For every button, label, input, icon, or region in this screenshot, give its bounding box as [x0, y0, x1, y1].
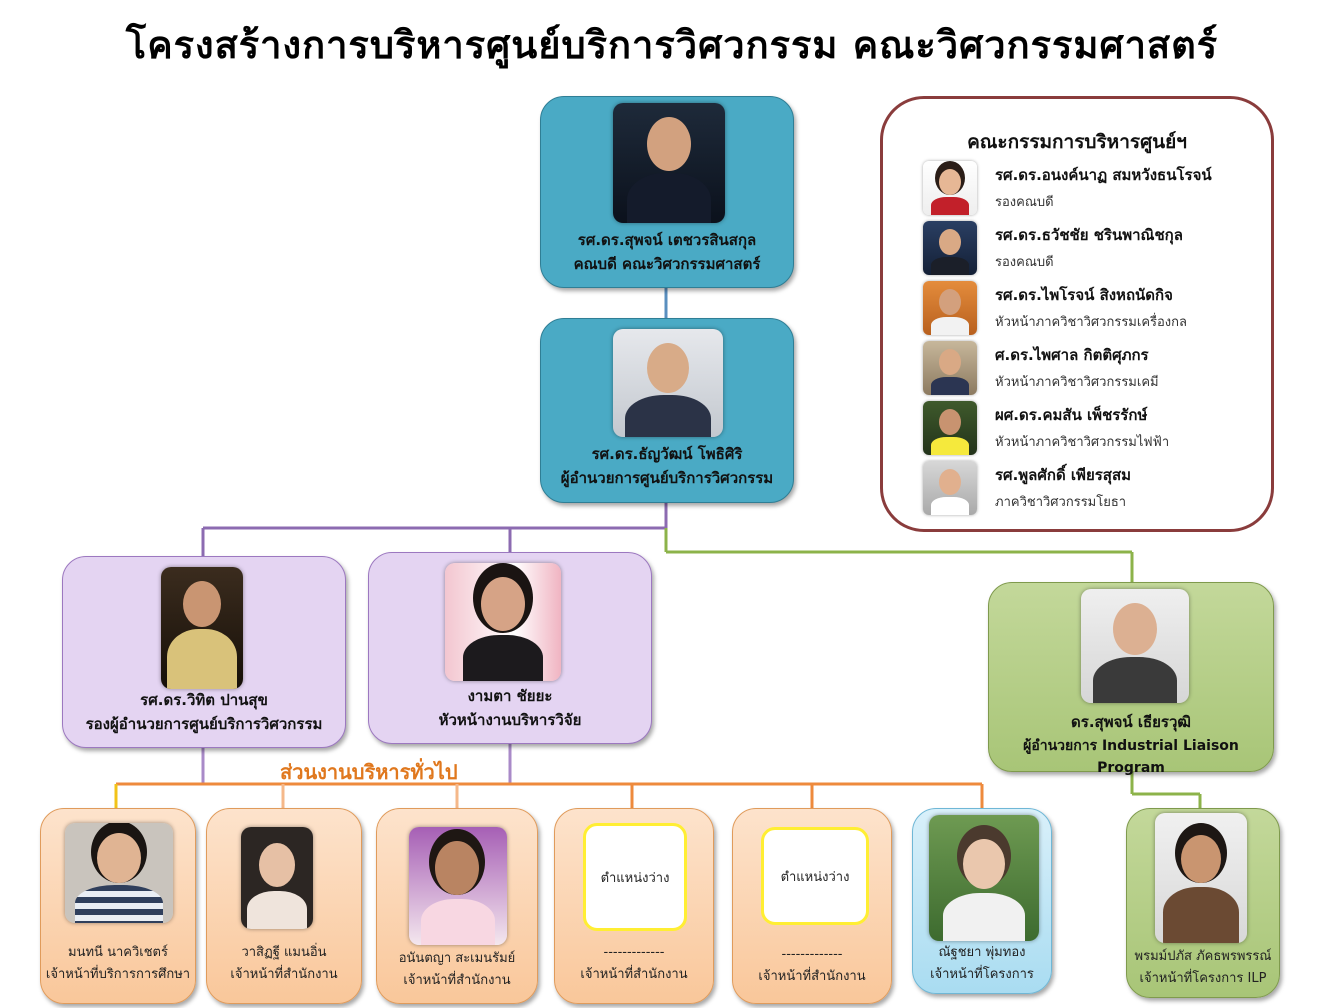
director-name: รศ.ดร.ธัญวัฒน์ โพธิศิริ: [591, 445, 743, 463]
vacant-position-1: ตำแหน่งว่าง: [583, 823, 687, 931]
ilp-director-photo: [1081, 589, 1189, 703]
deputy-role: รองผู้อำนวยการศูนย์บริการวิศวกรรม: [85, 715, 323, 733]
staff-box-7: พรมม์ปภัส ภัคธพรพรรณ์ เจ้าหน้าที่โครงการ…: [1126, 808, 1280, 998]
staff-role-6: เจ้าหน้าที่โครงการ: [930, 967, 1034, 982]
member-photo-2: [923, 221, 977, 275]
member-photo-3: [923, 281, 977, 335]
member-photo-1: [923, 161, 977, 215]
member-name-3: รศ.ดร.ไพโรจน์ สิงหถนัดกิจ: [995, 286, 1173, 304]
staff-role-1: เจ้าหน้าที่บริการการศึกษา: [45, 967, 191, 982]
staff-photo-6: [929, 815, 1039, 941]
committee-member-3: รศ.ดร.ไพโรจน์ สิงหถนัดกิจ หัวหน้าภาควิชา…: [923, 281, 1263, 337]
staff-role-5: เจ้าหน้าที่สำนักงาน: [758, 969, 866, 984]
deputy-name: รศ.ดร.วิทิต ปานสุข: [140, 691, 268, 709]
staff-box-3: อนันตญา สะเมนรัมย์ เจ้าหน้าที่สำนักงาน: [376, 808, 538, 1004]
member-name-6: รศ.พูลศักดิ์ เพียรสุสม: [995, 466, 1131, 484]
deputy-photo: [161, 567, 243, 689]
staff-name-6: ณัฐชยา พุ่มทอง: [938, 945, 1026, 960]
committee-member-1: รศ.ดร.อนงค์นาฏ สมหวังธนโรจน์ รองคณบดี: [923, 161, 1263, 217]
staff-box-6: ณัฐชยา พุ่มทอง เจ้าหน้าที่โครงการ: [912, 808, 1052, 994]
member-name-2: รศ.ดร.ธวัชชัย ชรินพาณิชกุล: [995, 226, 1183, 244]
research-head-role: หัวหน้างานบริหารวิจัย: [438, 711, 582, 729]
staff-box-4: ตำแหน่งว่าง ------------- เจ้าหน้าที่สำน…: [554, 808, 714, 1004]
member-photo-5: [923, 401, 977, 455]
staff-role-4: เจ้าหน้าที่สำนักงาน: [580, 967, 688, 982]
ilp-director-name: ดร.สุพจน์ เธียรวุฒิ: [1071, 713, 1191, 731]
chart-title: โครงสร้างการบริหารศูนย์บริการวิศวกรรม คณ…: [125, 23, 1219, 67]
dean-box: รศ.ดร.สุพจน์ เตชวรสินสกุล คณบดี คณะวิศวก…: [540, 96, 794, 288]
deputy-box: รศ.ดร.วิทิต ปานสุข รองผู้อำนวยการศูนย์บร…: [62, 556, 346, 748]
dean-name: รศ.ดร.สุพจน์ เตชวรสินสกุล: [577, 231, 757, 249]
director-box: รศ.ดร.ธัญวัฒน์ โพธิศิริ ผู้อำนวยการศูนย์…: [540, 318, 794, 503]
research-head-name: งามตา ชัยยะ: [467, 687, 553, 705]
committee-member-5: ผศ.ดร.คมสัน เพ็ชรรักษ์ หัวหน้าภาควิชาวิศ…: [923, 401, 1263, 457]
committee-member-6: รศ.พูลศักดิ์ เพียรสุสม ภาควิชาวิศวกรรมโย…: [923, 461, 1263, 517]
member-role-4: หัวหน้าภาควิชาวิศวกรรมเคมี: [995, 375, 1159, 390]
staff-photo-3: [409, 827, 507, 945]
staff-name-4: -------------: [603, 945, 665, 960]
member-role-3: หัวหน้าภาควิชาวิศวกรรมเครื่องกล: [995, 315, 1187, 330]
member-role-5: หัวหน้าภาควิชาวิศวกรรมไฟฟ้า: [995, 435, 1170, 450]
dean-role: คณบดี คณะวิศวกรรมศาสตร์: [573, 255, 761, 273]
member-name-5: ผศ.ดร.คมสัน เพ็ชรรักษ์: [995, 406, 1148, 424]
research-head-photo: [445, 563, 561, 681]
member-name-1: รศ.ดร.อนงค์นาฏ สมหวังธนโรจน์: [995, 166, 1212, 184]
staff-role-2: เจ้าหน้าที่สำนักงาน: [230, 967, 338, 982]
member-role-1: รองคณบดี: [995, 195, 1054, 210]
vacant-position-2: ตำแหน่งว่าง: [761, 827, 869, 925]
committee-title: คณะกรรมการบริหารศูนย์ฯ: [967, 131, 1187, 153]
staff-box-2: วาสิฏฐี แมนอิ่น เจ้าหน้าที่สำนักงาน: [206, 808, 362, 1004]
staff-photo-2: [241, 827, 313, 929]
staff-role-7: เจ้าหน้าที่โครงการ ILP: [1139, 971, 1267, 986]
staff-role-3: เจ้าหน้าที่สำนักงาน: [403, 973, 511, 988]
member-name-4: ศ.ดร.ไพศาล กิตติศุภกร: [995, 346, 1149, 364]
director-photo: [613, 329, 723, 437]
staff-name-1: มนทนี นาควิเชตร์: [68, 945, 168, 960]
section-label: ส่วนงานบริหารทั่วไป: [280, 760, 458, 784]
member-photo-6: [923, 461, 977, 515]
committee-member-2: รศ.ดร.ธวัชชัย ชรินพาณิชกุล รองคณบดี: [923, 221, 1263, 277]
member-role-6: ภาควิชาวิศวกรรมโยธา: [995, 495, 1127, 510]
staff-name-2: วาสิฏฐี แมนอิ่น: [241, 945, 327, 960]
staff-photo-1: [65, 823, 173, 923]
ilp-director-box: ดร.สุพจน์ เธียรวุฒิ ผู้อำนวยการ Industri…: [988, 582, 1274, 776]
staff-name-7: พรมม์ปภัส ภัคธพรพรรณ์: [1134, 949, 1272, 964]
committee-member-4: ศ.ดร.ไพศาล กิตติศุภกร หัวหน้าภาควิชาวิศว…: [923, 341, 1263, 397]
committee-panel: คณะกรรมการบริหารศูนย์ฯ รศ.ดร.อนงค์นาฏ สม…: [880, 96, 1274, 532]
staff-name-5: -------------: [781, 947, 843, 962]
staff-box-1: มนทนี นาควิเชตร์ เจ้าหน้าที่บริการการศึก…: [40, 808, 196, 1004]
dean-photo: [613, 103, 725, 223]
member-role-2: รองคณบดี: [995, 255, 1054, 270]
director-role: ผู้อำนวยการศูนย์บริการวิศวกรรม: [560, 469, 774, 487]
staff-photo-7: [1155, 813, 1247, 943]
research-head-box: งามตา ชัยยะ หัวหน้างานบริหารวิจัย: [368, 552, 652, 744]
member-photo-4: [923, 341, 977, 395]
staff-box-5: ตำแหน่งว่าง ------------- เจ้าหน้าที่สำน…: [732, 808, 892, 1004]
ilp-director-role: ผู้อำนวยการ Industrial Liaison Program: [1023, 738, 1239, 776]
staff-name-3: อนันตญา สะเมนรัมย์: [398, 951, 516, 966]
